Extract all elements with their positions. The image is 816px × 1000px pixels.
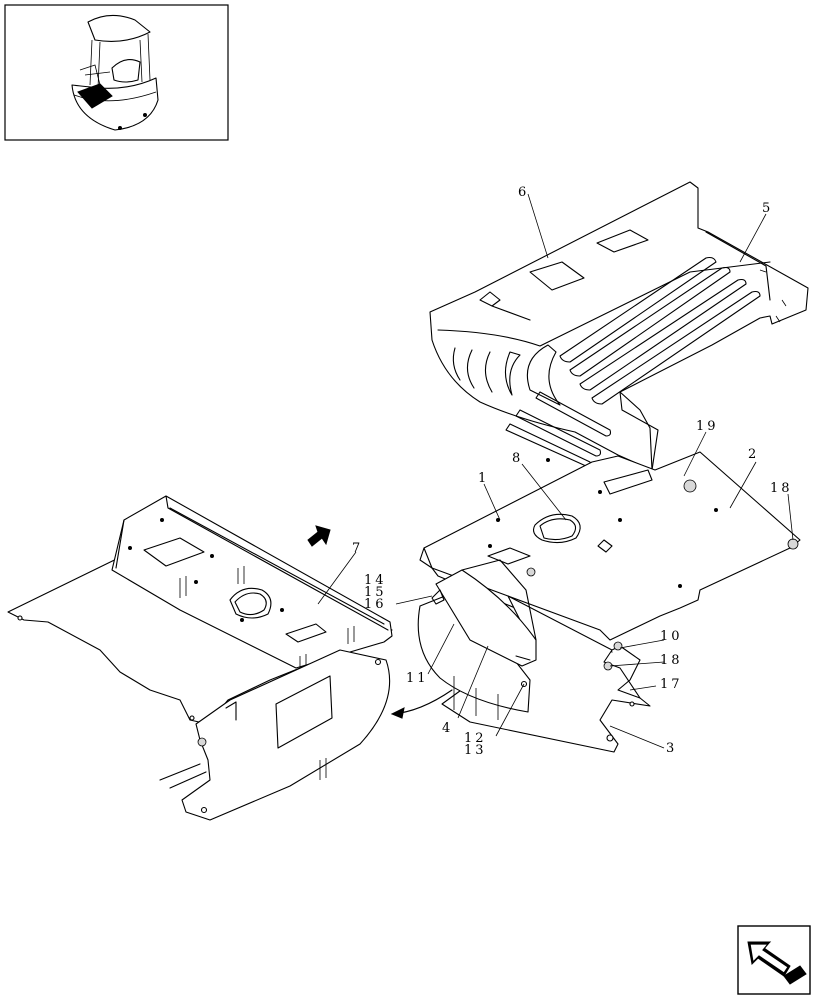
side-panels [417, 559, 537, 720]
callout-7: 7 [352, 541, 363, 556]
view-direction-arrow-icon [307, 525, 453, 719]
callout-labels: 6 5 19 2 18 1 8 7 14 15 16 11 4 12 13 10… [352, 185, 793, 758]
callout-18-upper: 18 [770, 481, 793, 496]
next-page-arrow-icon[interactable] [737, 925, 811, 995]
machine-locator-thumbnail [4, 4, 229, 141]
callout-13: 13 [464, 743, 487, 758]
callout-19: 19 [696, 419, 719, 434]
callout-12: 12 [464, 731, 487, 746]
leader-lines [317, 193, 794, 749]
callout-2: 2 [748, 447, 759, 462]
callout-5: 5 [762, 201, 773, 216]
callout-3: 3 [666, 741, 677, 756]
callout-4: 4 [442, 721, 453, 736]
callout-8: 8 [512, 451, 523, 466]
callout-17: 17 [660, 677, 683, 692]
callout-16: 16 [364, 597, 387, 612]
callout-18-lower: 18 [660, 653, 683, 668]
callout-15: 15 [364, 585, 387, 600]
callout-14: 14 [364, 573, 387, 588]
callout-11: 11 [406, 671, 429, 686]
left-view-assembly [7, 495, 393, 821]
floor-plate-assembly [419, 451, 801, 653]
callout-10: 10 [660, 629, 683, 644]
callout-6: 6 [518, 185, 529, 200]
callout-1: 1 [478, 471, 489, 486]
floor-mat-assembly [429, 181, 809, 471]
